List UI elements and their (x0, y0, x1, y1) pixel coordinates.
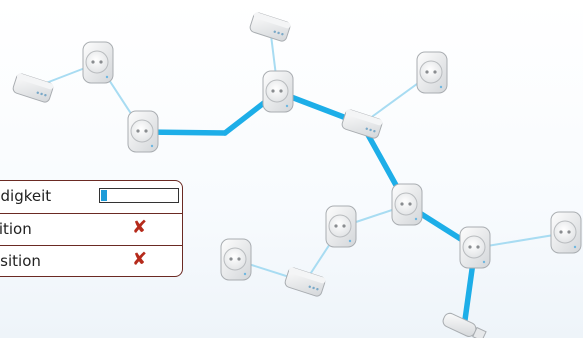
power-socket-adapter-icon (262, 70, 294, 113)
power-socket-adapter-icon (325, 205, 357, 248)
speed-meter (99, 188, 179, 203)
target-position-row: osition ✘ (0, 245, 182, 276)
target-position-label: osition (0, 252, 41, 270)
wifi-adapter-icon (249, 12, 291, 42)
position-label: sition (0, 220, 32, 238)
position-row: sition ✘ (0, 213, 182, 245)
wifi-adapter-icon (284, 267, 326, 297)
power-socket-adapter-icon (391, 183, 423, 226)
wifi-adapter-icon (341, 109, 383, 139)
power-socket-adapter-icon (127, 110, 159, 153)
status-legend-panel: ndigkeit sition ✘ osition ✘ (0, 180, 183, 277)
position-cross-icon: ✘ (132, 217, 148, 238)
power-socket-adapter-icon (416, 51, 448, 94)
speed-row: ndigkeit (0, 181, 182, 213)
power-socket-adapter-icon (220, 238, 252, 281)
power-socket-adapter-icon (82, 41, 114, 84)
power-socket-adapter-icon (550, 211, 582, 254)
wifi-adapter-icon (12, 73, 54, 103)
target-position-cross-icon: ✘ (132, 249, 148, 270)
speed-meter-fill (101, 190, 107, 201)
speed-label: ndigkeit (0, 187, 52, 205)
power-socket-adapter-icon (459, 226, 491, 269)
